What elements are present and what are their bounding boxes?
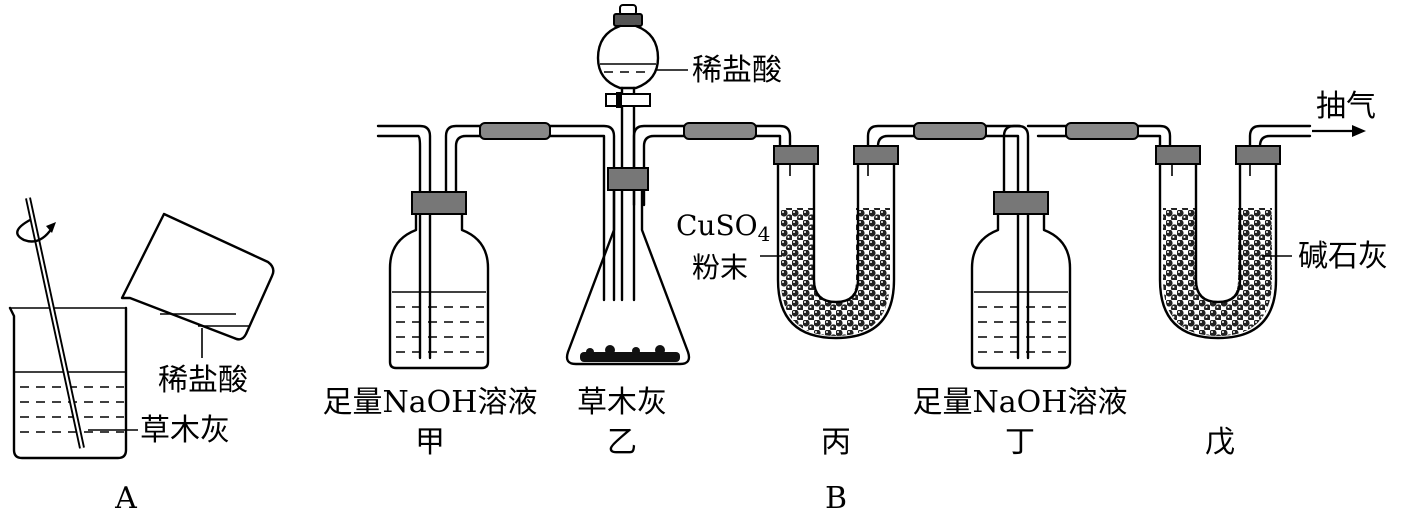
acid-label-a: 稀盐酸 <box>158 363 248 398</box>
ding-content-label: 足量NaOH溶液 <box>912 385 1128 420</box>
ding-name-label: 丁 <box>1005 425 1035 460</box>
yi-content-label: 草木灰 <box>577 385 667 420</box>
u-tube-bing <box>773 145 899 340</box>
leader-lines <box>88 69 1292 431</box>
wu-content-label: 碱石灰 <box>1298 239 1388 274</box>
bing-content-label: CuSO4 <box>676 209 771 246</box>
flask-yi <box>565 167 691 366</box>
jia-content-label: 足量NaOH溶液 <box>322 385 538 420</box>
rotation-arrowhead-icon <box>46 222 56 233</box>
outlet-arrow-icon <box>1312 125 1366 137</box>
rubber-connectors <box>479 122 1139 140</box>
bing-content-main: CuSO <box>676 209 758 242</box>
bottle-ding <box>970 191 1072 370</box>
sample-label-a: 草木灰 <box>140 413 230 448</box>
u-tube-wu <box>1155 145 1281 340</box>
rotation-arrow-icon <box>16 218 54 243</box>
bing-content-sub: 4 <box>757 222 771 246</box>
funnel-label: 稀盐酸 <box>692 53 782 88</box>
sample-solid-yi <box>580 345 680 362</box>
bottle-jia <box>388 191 490 370</box>
yi-name-label: 乙 <box>607 425 637 460</box>
pouring-vessel <box>120 212 275 358</box>
caption-a: A <box>115 481 137 516</box>
outlet-label: 抽气 <box>1316 89 1376 124</box>
funnel-yi <box>596 4 660 302</box>
bing-name-label: 丙 <box>821 425 851 460</box>
bing-content-line2: 粉末 <box>692 251 749 284</box>
wu-name-label: 戊 <box>1205 425 1235 460</box>
glass-rod <box>25 197 85 449</box>
caption-b: B <box>824 481 848 516</box>
jia-name-label: 甲 <box>415 425 445 460</box>
